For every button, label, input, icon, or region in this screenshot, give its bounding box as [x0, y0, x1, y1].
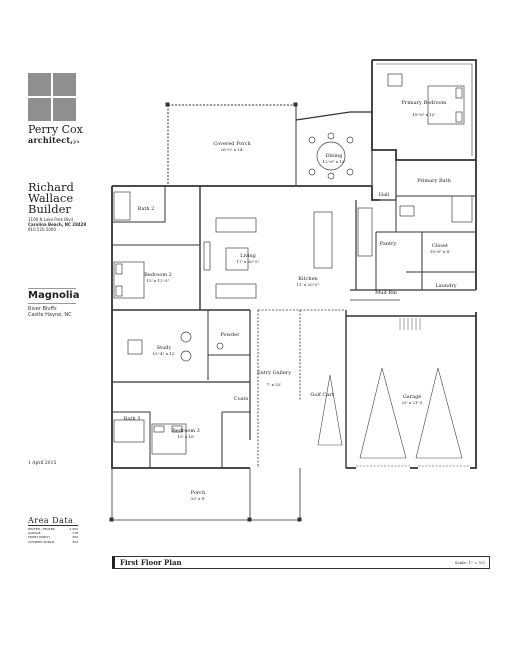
dining-table: [308, 132, 354, 180]
dim-entry-gallery: 7' x 25': [267, 382, 282, 387]
garage-cars: [317, 367, 463, 459]
firm-name-line2: architect,pa: [28, 135, 80, 145]
area-row-label: FRONT PORCH: [28, 535, 50, 540]
area-data-rule: [28, 525, 78, 526]
sheet-scale: Scale: 1" = 10': [454, 560, 485, 565]
project-location1: River Bluffs: [28, 306, 57, 312]
area-row: FRONT PORCH 300: [28, 535, 78, 539]
label-dining: Dining: [326, 153, 344, 159]
area-row-label: GARAGE: [28, 531, 41, 536]
area-row-label: HEATED / HEATED: [28, 527, 55, 531]
area-data-table: HEATED / HEATED 2,450 GARAGE 778 FRONT POR…: [28, 527, 78, 544]
firm-logo: [28, 73, 76, 121]
dim-bedroom2: 15' x 12'-5": [147, 278, 170, 283]
label-golf-cart: Golf Cart: [310, 392, 333, 398]
title-block: First Floor Plan Scale: 1" = 10': [112, 556, 490, 569]
label-study: Study: [157, 345, 172, 351]
area-data-title: Area Data: [28, 516, 74, 525]
covered-porch-outline: [165, 102, 298, 185]
label-coats: Coats: [234, 396, 249, 402]
dim-bedroom3: 13' x 16': [177, 434, 194, 439]
firm-name-architect: architect,: [28, 135, 74, 145]
study-desk: [127, 331, 192, 362]
dim-closet: 10'-6" x 8': [430, 249, 450, 254]
area-row: HEATED / HEATED 2,450: [28, 527, 78, 531]
label-mud-rm: Mud Rm: [375, 290, 397, 296]
bedroom2-bed: [113, 261, 145, 299]
client-name-line1: Richard: [28, 180, 74, 194]
area-row: COVERED PORCH 364: [28, 540, 78, 544]
label-living: Living: [240, 253, 257, 259]
label-bath2: Bath 2: [138, 206, 155, 212]
kitchen-island: [313, 207, 373, 269]
dim-garage: 23' x 21'-5: [401, 400, 423, 405]
client-address1: 1100 N Lake Park Blvd: [28, 217, 73, 222]
label-hall: Hall: [379, 192, 390, 198]
sheet-date: 1 April 2015: [28, 461, 57, 466]
area-row-value: 300: [72, 535, 78, 540]
label-closet: Closet: [432, 243, 448, 249]
dim-porch: 33' x 8': [191, 496, 206, 501]
client-address2: Carolina Beach, NC 28428: [28, 222, 87, 227]
client-name-line3: Builder: [28, 202, 71, 216]
bath-fixtures: [113, 191, 473, 443]
firm-name: Perry Cox: [28, 123, 83, 136]
dim-dining: 12'-6" x 12': [323, 159, 346, 164]
sheet-title: First Floor Plan: [120, 558, 182, 567]
firm-suffix: pa: [73, 139, 80, 145]
label-covered-porch: Covered Porch: [213, 141, 251, 147]
dim-living: 17' x 20'-5": [237, 259, 260, 264]
area-row-value: 2,450: [69, 527, 78, 531]
client-phone: 910.520.5000: [28, 227, 56, 232]
living-furniture: [203, 217, 257, 299]
label-garage: Garage: [403, 394, 422, 400]
area-row: GARAGE 778: [28, 531, 78, 535]
primary-bed: [387, 73, 465, 125]
label-pantry: Pantry: [380, 241, 397, 247]
dim-covered-porch: 26'-0" x 14': [221, 147, 244, 152]
area-row-value: 364: [72, 539, 78, 544]
bedroom3-bed: [151, 423, 187, 455]
project-location2: Castle Hayne, NC: [28, 312, 72, 318]
label-bath3: Bath 3: [124, 416, 141, 422]
label-bedroom3: Bedroom 3: [172, 428, 200, 434]
label-porch: Porch: [191, 490, 206, 496]
dim-primary-bedroom: 18'-6" x 15': [413, 112, 436, 117]
stairs: [399, 318, 421, 330]
label-powder: Powder: [220, 332, 240, 338]
label-kitchen: Kitchen: [298, 276, 318, 282]
area-row-label: COVERED PORCH: [28, 539, 55, 544]
dim-study: 15'-4" x 12': [153, 351, 176, 356]
logo-grid-icon: [28, 73, 76, 121]
label-primary-bedroom: Primary Bedroom: [402, 100, 447, 106]
label-laundry: Laundry: [435, 283, 456, 289]
project-name: Magnolia: [28, 290, 80, 301]
project-rule: [28, 288, 76, 289]
client-name-line2: Wallace: [28, 191, 74, 205]
label-entry-gallery-1: Entry Gallery: [257, 370, 291, 376]
area-row-value: 778: [72, 531, 78, 536]
project-rule-bottom: [28, 303, 76, 304]
dim-kitchen: 11' x 20'-5": [297, 282, 320, 287]
label-primary-bath: Primary Bath: [417, 178, 452, 184]
label-bedroom2: Bedroom 2: [144, 272, 172, 278]
